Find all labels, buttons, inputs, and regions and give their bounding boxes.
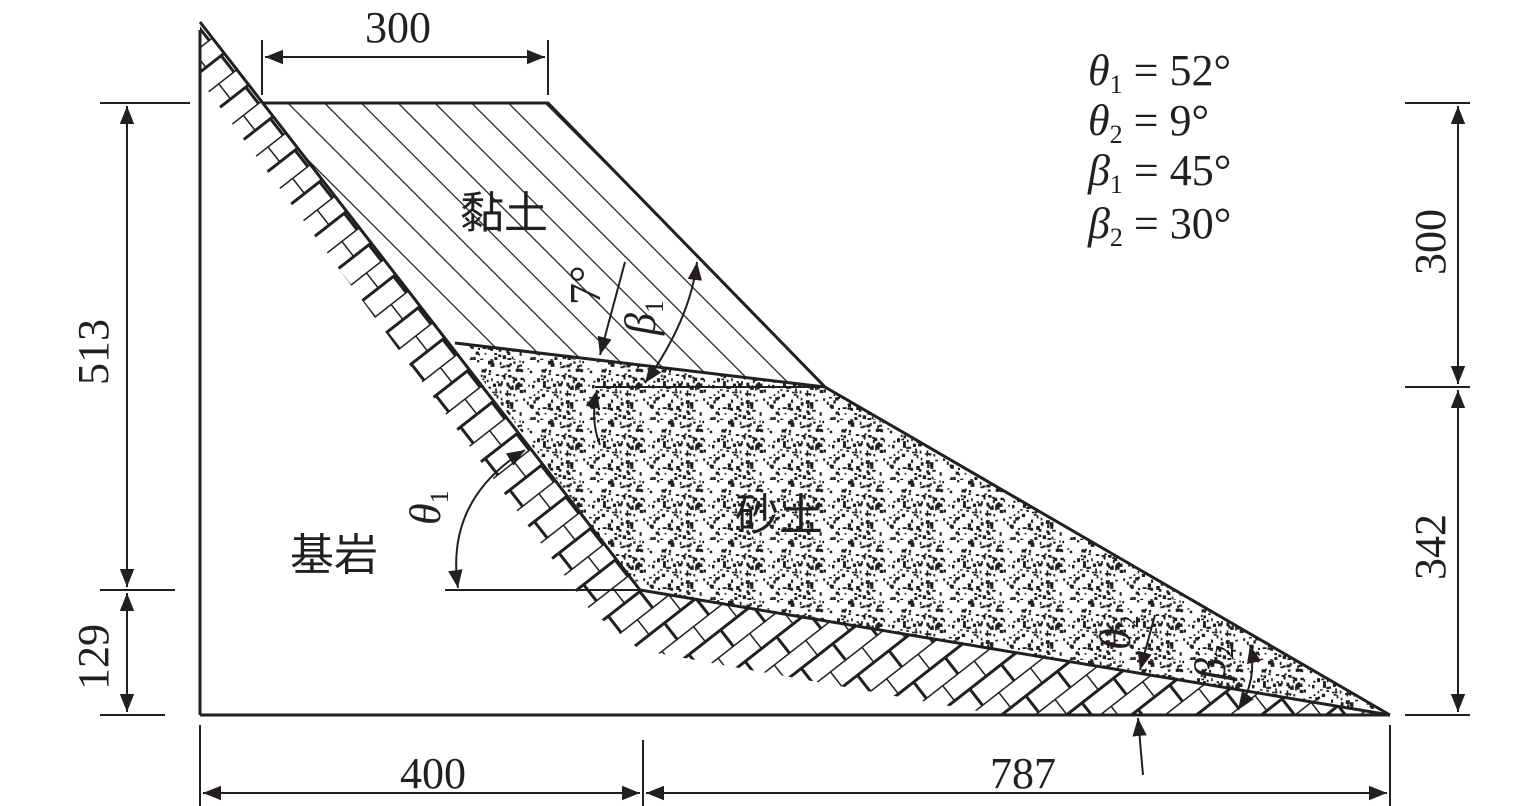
legend-theta1: θ1 = 52° <box>1088 46 1231 99</box>
legend-theta2: θ2 = 9° <box>1088 96 1209 149</box>
theta1-label: θ1 <box>401 490 454 525</box>
dim-bottom-left: 400 <box>400 749 466 798</box>
angle-legend: θ1 = 52° θ2 = 9° β1 = 45° β2 = 30° <box>1087 46 1231 252</box>
sand-label: 砂土 <box>735 490 823 541</box>
beta2-label: β2 <box>1186 645 1239 681</box>
bedrock-layer <box>200 22 1390 715</box>
beta1-label: β1 <box>616 300 669 336</box>
theta2-label: θ2 <box>1091 615 1144 650</box>
legend-beta1: β1 = 45° <box>1087 146 1231 199</box>
dimension-lines <box>100 40 1470 806</box>
angle-markers <box>448 261 1262 776</box>
dim-right-lower: 342 <box>1406 514 1455 580</box>
dim-right-upper: 300 <box>1406 209 1455 275</box>
seven-degree-label: 7° <box>561 265 610 305</box>
dim-left-lower: 129 <box>69 624 118 690</box>
legend-beta2: β2 = 30° <box>1087 199 1231 252</box>
sand-layer <box>455 343 1390 715</box>
dim-bottom-right: 787 <box>990 749 1056 798</box>
bedrock-label: 基岩 <box>290 530 378 581</box>
dim-left-upper: 513 <box>69 319 118 385</box>
dim-top-width: 300 <box>365 3 431 52</box>
clay-label: 黏土 <box>460 188 548 239</box>
layer-boundaries <box>198 21 1391 717</box>
